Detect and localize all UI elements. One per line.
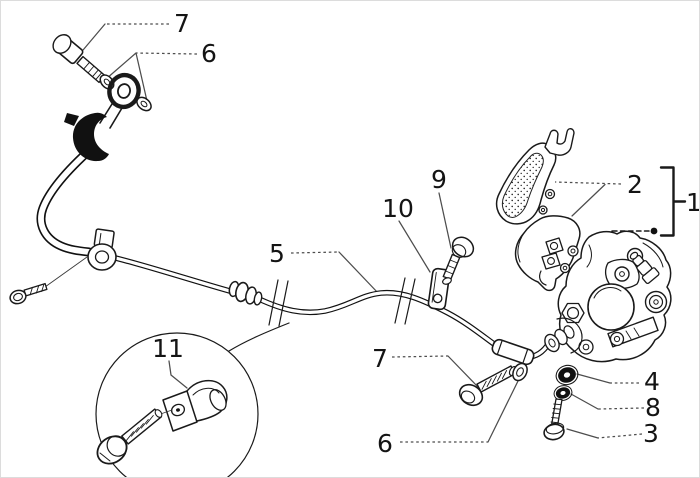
hose-banjo-eye <box>544 333 560 353</box>
leader-11 <box>168 360 188 389</box>
pad-spring-clip <box>544 128 575 156</box>
leader-7-bottom <box>391 355 449 358</box>
brake-pads <box>495 128 581 292</box>
bolt-9 <box>442 236 475 285</box>
callout-9: 9 <box>431 165 447 194</box>
pad-retainer-b <box>541 252 561 270</box>
leader-4-b <box>576 373 611 384</box>
washer-8 <box>553 385 573 401</box>
callout-3: 3 <box>643 419 659 448</box>
washer-6-bottom <box>512 362 528 382</box>
callout-10: 10 <box>382 194 414 223</box>
detail-pointer-curve <box>228 322 290 352</box>
leader-6-top <box>135 52 198 55</box>
leader-5 <box>290 251 340 254</box>
leader-5-b <box>338 251 380 295</box>
leader-6-bottom-b <box>487 378 520 443</box>
callout-6-top: 6 <box>201 39 217 68</box>
hose-clamp <box>87 228 117 271</box>
pad-upper <box>495 128 575 225</box>
pointer-dot <box>650 227 658 235</box>
leader-3-b <box>566 428 599 439</box>
clamp-flange <box>162 390 198 432</box>
callout-5: 5 <box>269 239 285 268</box>
callout-4: 4 <box>644 367 660 396</box>
callout-labels: 7 6 2 1 9 10 5 7 6 11 4 8 3 <box>152 9 700 458</box>
caliper <box>539 230 672 363</box>
piston-bore <box>587 283 635 331</box>
leader-2-b <box>571 183 606 217</box>
hex-fitting <box>561 302 585 324</box>
pad-retainer-a <box>545 237 564 255</box>
detail-circle-11 <box>95 322 290 477</box>
banjo-bolt-top <box>52 34 106 84</box>
washer-4 <box>555 364 579 386</box>
clamp-bolt-pointer <box>44 256 88 288</box>
rubber-boot <box>72 112 109 162</box>
banjo-fitting-top <box>64 72 141 162</box>
leader-10 <box>398 220 431 273</box>
pipe-break-marks <box>268 277 416 327</box>
clamp-bolt <box>9 256 88 305</box>
callout-11: 11 <box>152 334 184 363</box>
callout-7-bottom: 7 <box>372 344 388 373</box>
callout-6-bottom: 6 <box>377 429 393 458</box>
leader-2 <box>554 181 622 185</box>
leader-9 <box>438 192 452 249</box>
leader-6-top-b <box>105 52 148 102</box>
hose-sleeve <box>491 338 535 366</box>
pipe-coupling <box>228 280 263 306</box>
leader-lines <box>77 23 645 443</box>
callout-7-top: 7 <box>174 9 190 38</box>
leader-8 <box>597 407 645 410</box>
clamp-11-detail <box>96 379 228 465</box>
pad-lower <box>514 215 581 292</box>
callout-8: 8 <box>645 393 661 422</box>
leader-8-b <box>570 393 599 410</box>
leader-7-bottom-b <box>447 355 479 388</box>
callout-1: 1 <box>686 188 700 217</box>
leader-3 <box>597 433 643 439</box>
bleeder-nipple <box>629 251 660 285</box>
detail-bolt <box>96 408 163 465</box>
pad-friction-surface <box>501 152 544 218</box>
bleed-screw-3 <box>543 398 565 441</box>
callout-2: 2 <box>627 170 643 199</box>
banjo-bolt-bottom <box>458 365 518 407</box>
